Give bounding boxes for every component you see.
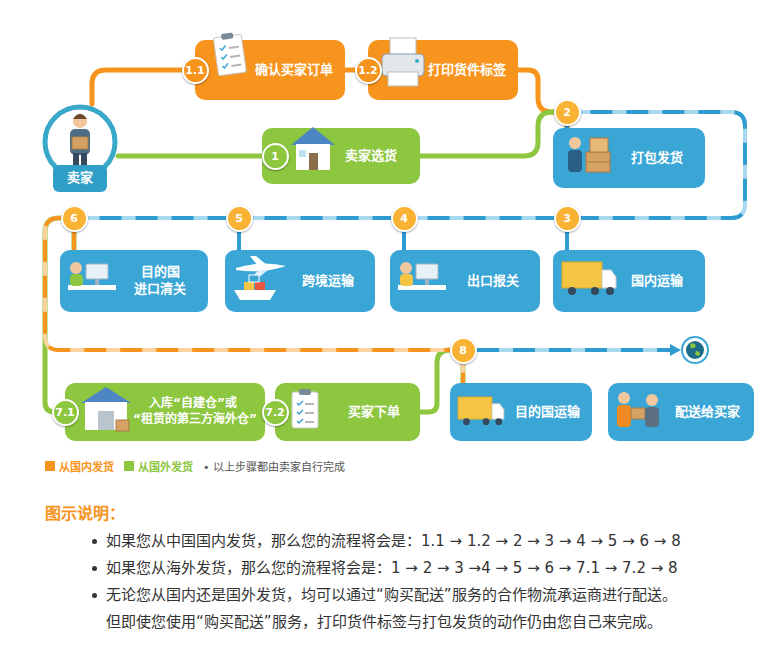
- connector-line: [239, 218, 404, 250]
- notes-heading: 图示说明：: [45, 500, 125, 524]
- connector-line: [45, 218, 74, 412]
- final-track: [477, 344, 681, 356]
- bullet-dot: [92, 566, 97, 571]
- box-text: 跨境运输: [302, 273, 354, 290]
- callout-circle: 2: [554, 99, 581, 126]
- connector-line: [404, 218, 567, 250]
- connector-line: [404, 218, 567, 250]
- legend-swatch: [124, 461, 134, 471]
- process-box: 国内运输: [553, 250, 705, 312]
- callout-circle: 5: [226, 205, 253, 232]
- callout-circle: 6: [61, 205, 88, 232]
- process-box: 入库“自建仓”或 “租赁的第三方海外仓”: [65, 383, 265, 441]
- connector-line: [74, 218, 239, 250]
- process-box: 出口报关: [390, 250, 540, 312]
- box-text: 出口报关: [467, 273, 519, 290]
- connector-line: [420, 112, 567, 156]
- callout-circle: 1.2: [355, 57, 382, 84]
- callout-number: 3: [563, 213, 571, 224]
- callout-number: 7.1: [55, 407, 75, 418]
- legend-item: 从国外发货: [124, 458, 193, 474]
- bullet-dot: [92, 593, 97, 598]
- connector: [45, 218, 74, 412]
- box-text: 国内运输: [631, 273, 683, 290]
- globe-icon-part: [690, 343, 700, 355]
- callout-number: 1.1: [185, 65, 205, 76]
- connector: [239, 218, 404, 250]
- connector: [420, 112, 567, 156]
- notes-list: 如果您从中国国内发货，那么您的流程将会是：1.1 → 1.2 → 2 → 3 →…: [92, 528, 754, 636]
- callout-circle: 1.1: [182, 57, 209, 84]
- box-text: 买家下单: [348, 404, 400, 421]
- clipboard-icon-part: [221, 32, 234, 40]
- process-box: 买家下单: [275, 383, 420, 441]
- connector-line: [92, 70, 195, 104]
- process-box: 确认买家订单: [195, 40, 345, 100]
- final-track-part: [670, 344, 681, 356]
- box-text: 打印货件标签: [428, 62, 506, 79]
- connector-line: [239, 218, 404, 250]
- connector: [118, 156, 262, 157]
- note-item: 如果您从海外发货，那么您的流程将会是：1 → 2 → 3 →4 → 5 → 6 …: [92, 555, 754, 582]
- process-box: 目的国 进口清关: [60, 250, 208, 312]
- globe-icon-part: [682, 337, 708, 363]
- process-box: 打包发货: [553, 128, 705, 188]
- legend-swatch: [45, 461, 55, 471]
- note-text: 无论您从国内还是国外发货，均可以通过“购买配送”服务的合作物流承运商进行配送。 …: [106, 586, 677, 631]
- box-text: 卖家选货: [345, 148, 397, 165]
- box-text: 配送给买家: [675, 404, 740, 421]
- globe-icon: [682, 337, 708, 363]
- legend-note: • 以上步骤都由卖家自行完成: [203, 458, 345, 474]
- legend-text: 从国外发货: [138, 458, 193, 474]
- callout-number: 2: [563, 107, 571, 118]
- note-item: 无论您从国内还是国外发货，均可以通过“购买配送”服务的合作物流承运商进行配送。 …: [92, 582, 754, 636]
- callout-circle: 3: [554, 205, 581, 232]
- callout-number: 8: [459, 345, 467, 356]
- callout-circle: 1: [262, 143, 289, 170]
- seller-label: 卖家: [53, 165, 107, 192]
- final-track-part: [477, 348, 672, 352]
- callout-circle: 7.1: [52, 399, 79, 426]
- box-text: 入库“自建仓”或 “租赁的第三方海外仓”: [133, 396, 253, 427]
- box-text: 目的国 进口清关: [131, 264, 190, 298]
- legend: 从国内发货 从国外发货 • 以上步骤都由卖家自行完成: [45, 458, 345, 474]
- connector: [92, 70, 195, 104]
- callout-number: 5: [235, 213, 243, 224]
- callout-number: 1.2: [358, 65, 378, 76]
- connector-line: [74, 218, 239, 250]
- callout-circle: 7.2: [262, 399, 289, 426]
- connector: [74, 218, 239, 250]
- callout-number: 7.2: [265, 407, 285, 418]
- legend-text: 从国内发货: [59, 458, 114, 474]
- process-box: 跨境运输: [225, 250, 375, 312]
- box-text: 打包发货: [631, 150, 683, 167]
- note-item: 如果您从中国国内发货，那么您的流程将会是：1.1 → 1.2 → 2 → 3 →…: [92, 528, 754, 555]
- callout-number: 1: [271, 151, 279, 162]
- globe-icon-part: [686, 341, 704, 359]
- callout-number: 4: [400, 213, 408, 224]
- box-text: 目的国运输: [515, 404, 580, 421]
- process-box: 目的国运输: [450, 383, 592, 441]
- connector: [404, 218, 567, 250]
- process-box: 配送给买家: [608, 383, 754, 441]
- note-text: 如果您从海外发货，那么您的流程将会是：1 → 2 → 3 →4 → 5 → 6 …: [106, 559, 678, 577]
- note-text: 如果您从中国国内发货，那么您的流程将会是：1.1 → 1.2 → 2 → 3 →…: [106, 532, 681, 550]
- callout-number: 6: [70, 213, 78, 224]
- box-text: 确认买家订单: [255, 62, 333, 79]
- process-box: 打印货件标签: [368, 40, 518, 100]
- seller-node: 卖家: [42, 104, 118, 192]
- connector-line: [118, 154, 262, 159]
- final-track-part: [477, 348, 672, 352]
- bullet-dot: [92, 539, 97, 544]
- legend-item: 从国内发货: [45, 458, 114, 474]
- callout-circle: 8: [450, 337, 477, 364]
- callout-circle: 4: [391, 205, 418, 232]
